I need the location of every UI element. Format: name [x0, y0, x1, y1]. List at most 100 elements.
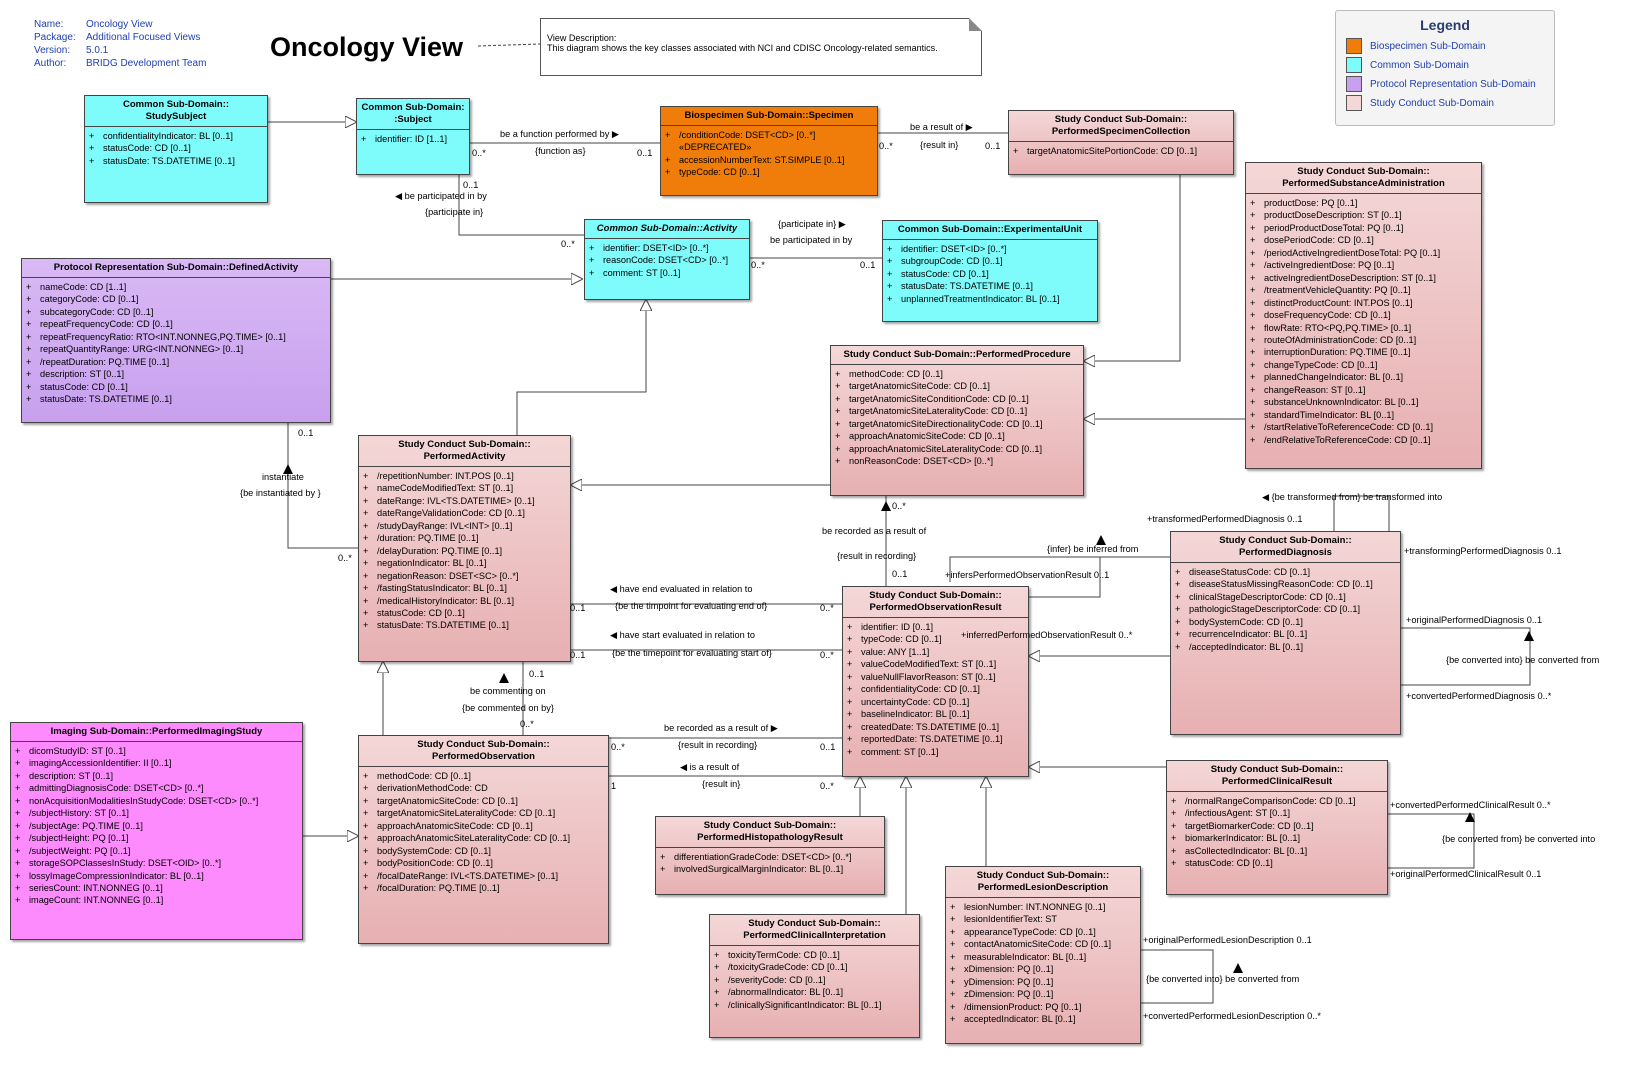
class-performed-procedure[interactable]: Study Conduct Sub-Domain::PerformedProce… [830, 345, 1084, 496]
class-attribute[interactable]: +changeTypeCode: CD [0..1] [1250, 359, 1477, 371]
class-experimental-unit[interactable]: Common Sub-Domain::ExperimentalUnit+iden… [882, 220, 1098, 322]
class-attribute[interactable]: +flowRate: RTO<PQ,PQ.TIME> [0..1] [1250, 322, 1477, 334]
class-attribute[interactable]: +comment: ST [0..1] [589, 267, 745, 279]
class-performed-clinical-interpretation[interactable]: Study Conduct Sub-Domain::PerformedClini… [709, 914, 920, 1038]
class-attribute[interactable]: +/subjectAge: PQ.TIME [0..1] [15, 820, 298, 832]
class-attribute[interactable]: +/repeatDuration: PQ.TIME [0..1] [26, 356, 326, 368]
class-attribute[interactable]: +targetAnatomicSiteCode: CD [0..1] [835, 380, 1079, 392]
class-attribute[interactable]: +targetAnatomicSiteCode: CD [0..1] [363, 795, 604, 807]
class-attribute[interactable]: +plannedChangeIndicator: BL [0..1] [1250, 371, 1477, 383]
class-attribute[interactable]: +repeatFrequencyRatio: RTO<INT.NONNEG,PQ… [26, 331, 326, 343]
class-attribute[interactable]: +/delayDuration: PQ.TIME [0..1] [363, 545, 566, 557]
class-attribute[interactable]: +unplannedTreatmentIndicator: BL [0..1] [887, 293, 1093, 305]
class-attribute[interactable]: +diseaseStatusMissingReasonCode: CD [0..… [1175, 578, 1396, 590]
class-attribute[interactable]: +acceptedIndicator: BL [0..1] [950, 1013, 1136, 1025]
class-attribute[interactable]: +subcategoryCode: CD [0..1] [26, 306, 326, 318]
class-attribute[interactable]: +baselineIndicator: BL [0..1] [847, 708, 1024, 720]
class-attribute[interactable]: +routeOfAdministrationCode: CD [0..1] [1250, 334, 1477, 346]
class-attribute[interactable]: +productDose: PQ [0..1] [1250, 197, 1477, 209]
class-attribute[interactable]: +approachAnatomicSiteCode: CD [0..1] [363, 820, 604, 832]
class-attribute[interactable]: +methodCode: CD [0..1] [835, 368, 1079, 380]
class-attribute[interactable]: +value: ANY [1..1] [847, 646, 1024, 658]
class-attribute[interactable]: +statusDate: TS.DATETIME [0..1] [887, 280, 1093, 292]
class-attribute[interactable]: +recurrenceIndicator: BL [0..1] [1175, 628, 1396, 640]
class-attribute[interactable]: +/abnormalIndicator: BL [0..1] [714, 986, 915, 998]
class-attribute[interactable]: +targetAnatomicSiteLateralityCode: CD [0… [363, 807, 604, 819]
class-attribute[interactable]: +activeIngredientDoseDescription: ST [0.… [1250, 272, 1477, 284]
class-attribute[interactable]: +admittingDiagnosisCode: DSET<CD> [0..*] [15, 782, 298, 794]
class-attribute[interactable]: +dicomStudyID: ST [0..1] [15, 745, 298, 757]
class-attribute[interactable]: +description: ST [0..1] [15, 770, 298, 782]
class-attribute[interactable]: +reportedDate: TS.DATETIME [0..1] [847, 733, 1024, 745]
class-attribute[interactable]: +createdDate: TS.DATETIME [0..1] [847, 721, 1024, 733]
class-attribute[interactable]: +accessionNumberText: ST.SIMPLE [0..1] [665, 154, 873, 166]
class-attribute[interactable]: +yDimension: PQ [0..1] [950, 976, 1136, 988]
class-attribute[interactable]: +/dimensionProduct: PQ [0..1] [950, 1001, 1136, 1013]
class-attribute[interactable]: +valueCodeModifiedText: ST [0..1] [847, 658, 1024, 670]
class-attribute[interactable]: +/treatmentVehicleQuantity: PQ [0..1] [1250, 284, 1477, 296]
class-attribute[interactable]: +standardTimeIndicator: BL [0..1] [1250, 409, 1477, 421]
class-attribute[interactable]: +periodProductDoseTotal: PQ [0..1] [1250, 222, 1477, 234]
class-attribute[interactable]: +targetAnatomicSitePortionCode: CD [0..1… [1013, 145, 1229, 157]
class-attribute[interactable]: +/infectiousAgent: ST [0..1] [1171, 807, 1383, 819]
class-performed-activity[interactable]: Study Conduct Sub-Domain::PerformedActiv… [358, 435, 571, 662]
class-performed-specimen-collection[interactable]: Study Conduct Sub-Domain::PerformedSpeci… [1008, 110, 1234, 175]
class-attribute[interactable]: +reasonCode: DSET<CD> [0..*] [589, 254, 745, 266]
class-attribute[interactable]: +/studyDayRange: IVL<INT> [0..1] [363, 520, 566, 532]
class-study-subject[interactable]: Common Sub-Domain::StudySubject+confiden… [84, 95, 268, 203]
class-performed-clinical-result[interactable]: Study Conduct Sub-Domain::PerformedClini… [1166, 760, 1388, 895]
class-attribute[interactable]: +uncertaintyCode: CD [0..1] [847, 696, 1024, 708]
class-attribute[interactable]: +nameCodeModifiedText: ST [0..1] [363, 482, 566, 494]
class-attribute[interactable]: +seriesCount: INT.NONNEG [0..1] [15, 882, 298, 894]
class-attribute[interactable]: +lesionIdentifierText: ST [950, 913, 1136, 925]
class-attribute[interactable]: +lesionNumber: INT.NONNEG [0..1] [950, 901, 1136, 913]
class-attribute[interactable]: +repeatFrequencyCode: CD [0..1] [26, 318, 326, 330]
class-attribute[interactable]: +differentiationGradeCode: DSET<CD> [0..… [660, 851, 880, 863]
class-attribute[interactable]: +biomarkerIndicator: BL [0..1] [1171, 832, 1383, 844]
class-attribute[interactable]: +/conditionCode: DSET<CD> [0..*] [665, 129, 873, 141]
class-attribute[interactable]: +targetAnatomicSiteConditionCode: CD [0.… [835, 393, 1079, 405]
class-defined-activity[interactable]: Protocol Representation Sub-Domain::Defi… [21, 258, 331, 423]
class-attribute[interactable]: +diseaseStatusCode: CD [0..1] [1175, 566, 1396, 578]
class-attribute[interactable]: +dateRangeValidationCode: CD [0..1] [363, 507, 566, 519]
class-attribute[interactable]: +targetBiomarkerCode: CD [0..1] [1171, 820, 1383, 832]
class-attribute[interactable]: +appearanceTypeCode: CD [0..1] [950, 926, 1136, 938]
class-attribute[interactable]: +/subjectWeight: PQ [0..1] [15, 845, 298, 857]
class-attribute[interactable]: +statusCode: CD [0..1] [887, 268, 1093, 280]
class-attribute[interactable]: +productDoseDescription: ST [0..1] [1250, 209, 1477, 221]
class-attribute[interactable]: +statusCode: CD [0..1] [89, 142, 263, 154]
class-attribute[interactable]: +/startRelativeToReferenceCode: CD [0..1… [1250, 421, 1477, 433]
class-attribute[interactable]: +xDimension: PQ [0..1] [950, 963, 1136, 975]
class-attribute[interactable]: +confidentialityIndicator: BL [0..1] [89, 130, 263, 142]
class-performed-observation-result[interactable]: Study Conduct Sub-Domain::PerformedObser… [842, 586, 1029, 777]
class-attribute[interactable]: +/endRelativeToReferenceCode: CD [0..1] [1250, 434, 1477, 446]
class-attribute[interactable]: +imageCount: INT.NONNEG [0..1] [15, 894, 298, 906]
class-activity[interactable]: Common Sub-Domain::Activity+identifier: … [584, 219, 750, 300]
class-attribute[interactable]: +statusCode: CD [0..1] [363, 607, 566, 619]
class-attribute[interactable]: +subgroupCode: CD [0..1] [887, 255, 1093, 267]
class-attribute[interactable]: +changeReason: ST [0..1] [1250, 384, 1477, 396]
class-attribute[interactable]: +categoryCode: CD [0..1] [26, 293, 326, 305]
class-attribute[interactable]: +/periodActiveIngredientDoseTotal: PQ [0… [1250, 247, 1477, 259]
class-performed-histopathology-result[interactable]: Study Conduct Sub-Domain::PerformedHisto… [655, 816, 885, 895]
class-attribute[interactable]: +negationIndicator: BL [0..1] [363, 557, 566, 569]
class-attribute[interactable]: +/medicalHistoryIndicator: BL [0..1] [363, 595, 566, 607]
class-attribute[interactable]: +pathologicStageDescriptorCode: CD [0..1… [1175, 603, 1396, 615]
class-attribute[interactable]: +approachAnatomicSiteCode: CD [0..1] [835, 430, 1079, 442]
class-attribute[interactable]: +comment: ST [0..1] [847, 746, 1024, 758]
class-attribute[interactable]: +clinicalStageDescriptorCode: CD [0..1] [1175, 591, 1396, 603]
class-attribute[interactable]: +dateRange: IVL<TS.DATETIME> [0..1] [363, 495, 566, 507]
legend[interactable]: Legend Biospecimen Sub-Domain Common Sub… [1335, 10, 1555, 126]
class-attribute[interactable]: +identifier: DSET<ID> [0..*] [589, 242, 745, 254]
class-attribute[interactable]: +negationReason: DSET<SC> [0..*] [363, 570, 566, 582]
class-attribute[interactable]: +/repetitionNumber: INT.POS [0..1] [363, 470, 566, 482]
class-attribute[interactable]: +/subjectHistory: ST [0..1] [15, 807, 298, 819]
class-subject[interactable]: Common Sub-Domain::Subject+identifier: I… [356, 98, 470, 175]
class-attribute[interactable]: +nonAcquisitionModalitiesInStudyCode: DS… [15, 795, 298, 807]
class-attribute[interactable]: +valueNullFlavorReason: ST [0..1] [847, 671, 1024, 683]
class-attribute[interactable]: +storageSOPClassesInStudy: DSET<OID> [0.… [15, 857, 298, 869]
class-attribute[interactable]: +contactAnatomicSiteCode: CD [0..1] [950, 938, 1136, 950]
class-specimen[interactable]: Biospecimen Sub-Domain::Specimen+/condit… [660, 106, 878, 196]
class-attribute[interactable]: +imagingAccessionIdentifier: II [0..1] [15, 757, 298, 769]
class-performed-imaging-study[interactable]: Imaging Sub-Domain::PerformedImagingStud… [10, 722, 303, 940]
